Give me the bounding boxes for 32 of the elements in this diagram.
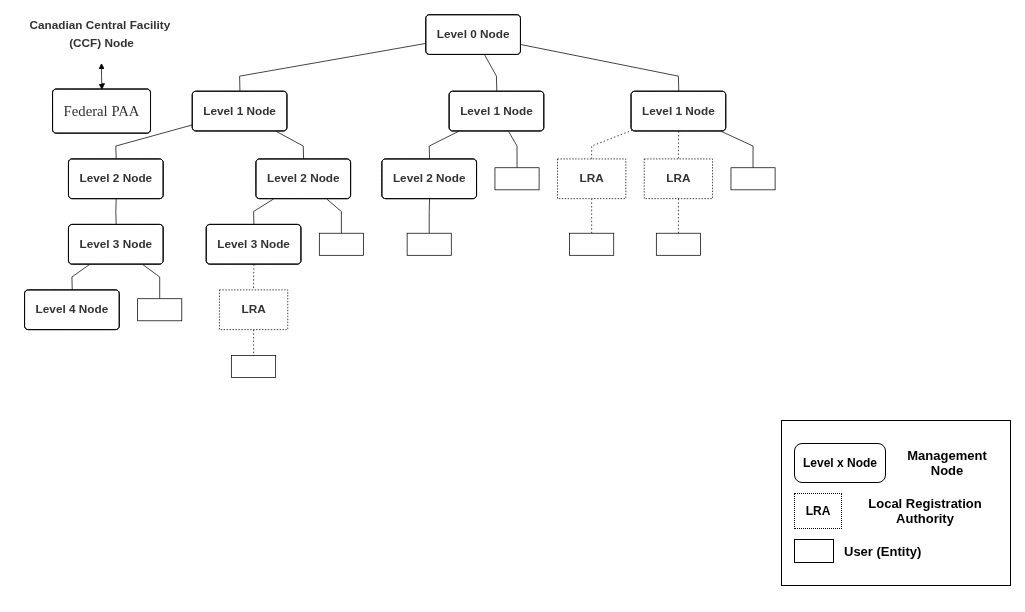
legend-text: Management Node <box>906 448 988 478</box>
connector <box>239 43 427 92</box>
node-box <box>231 355 276 378</box>
node-box <box>137 298 183 322</box>
connector <box>71 264 90 291</box>
node-box <box>406 232 452 256</box>
node-box <box>730 167 776 191</box>
legend-text: Local Registration Authority <box>867 496 983 526</box>
node-text: Canadian Central Facility (CCF) Node <box>29 19 171 50</box>
management-node-sample: Level x Node <box>794 443 886 483</box>
connector <box>115 198 117 226</box>
connector <box>591 198 593 234</box>
node-box <box>655 232 701 256</box>
connector <box>326 198 342 234</box>
legend-text: User (Entity) <box>844 543 922 559</box>
connector <box>484 54 498 92</box>
connector <box>142 264 161 300</box>
node-box: LRA <box>557 158 627 199</box>
connector <box>428 130 459 160</box>
node-box <box>318 232 364 256</box>
node-box: LRA <box>219 289 289 330</box>
connector <box>275 130 304 160</box>
connector <box>508 130 518 169</box>
connector <box>678 198 679 234</box>
connector <box>253 198 274 226</box>
node-box <box>569 232 615 256</box>
connector <box>520 44 680 92</box>
node-box: LRA <box>643 158 713 199</box>
node-box <box>494 167 540 191</box>
connector <box>115 124 193 160</box>
authority-sample: LRA <box>794 493 842 529</box>
connector <box>428 198 430 234</box>
